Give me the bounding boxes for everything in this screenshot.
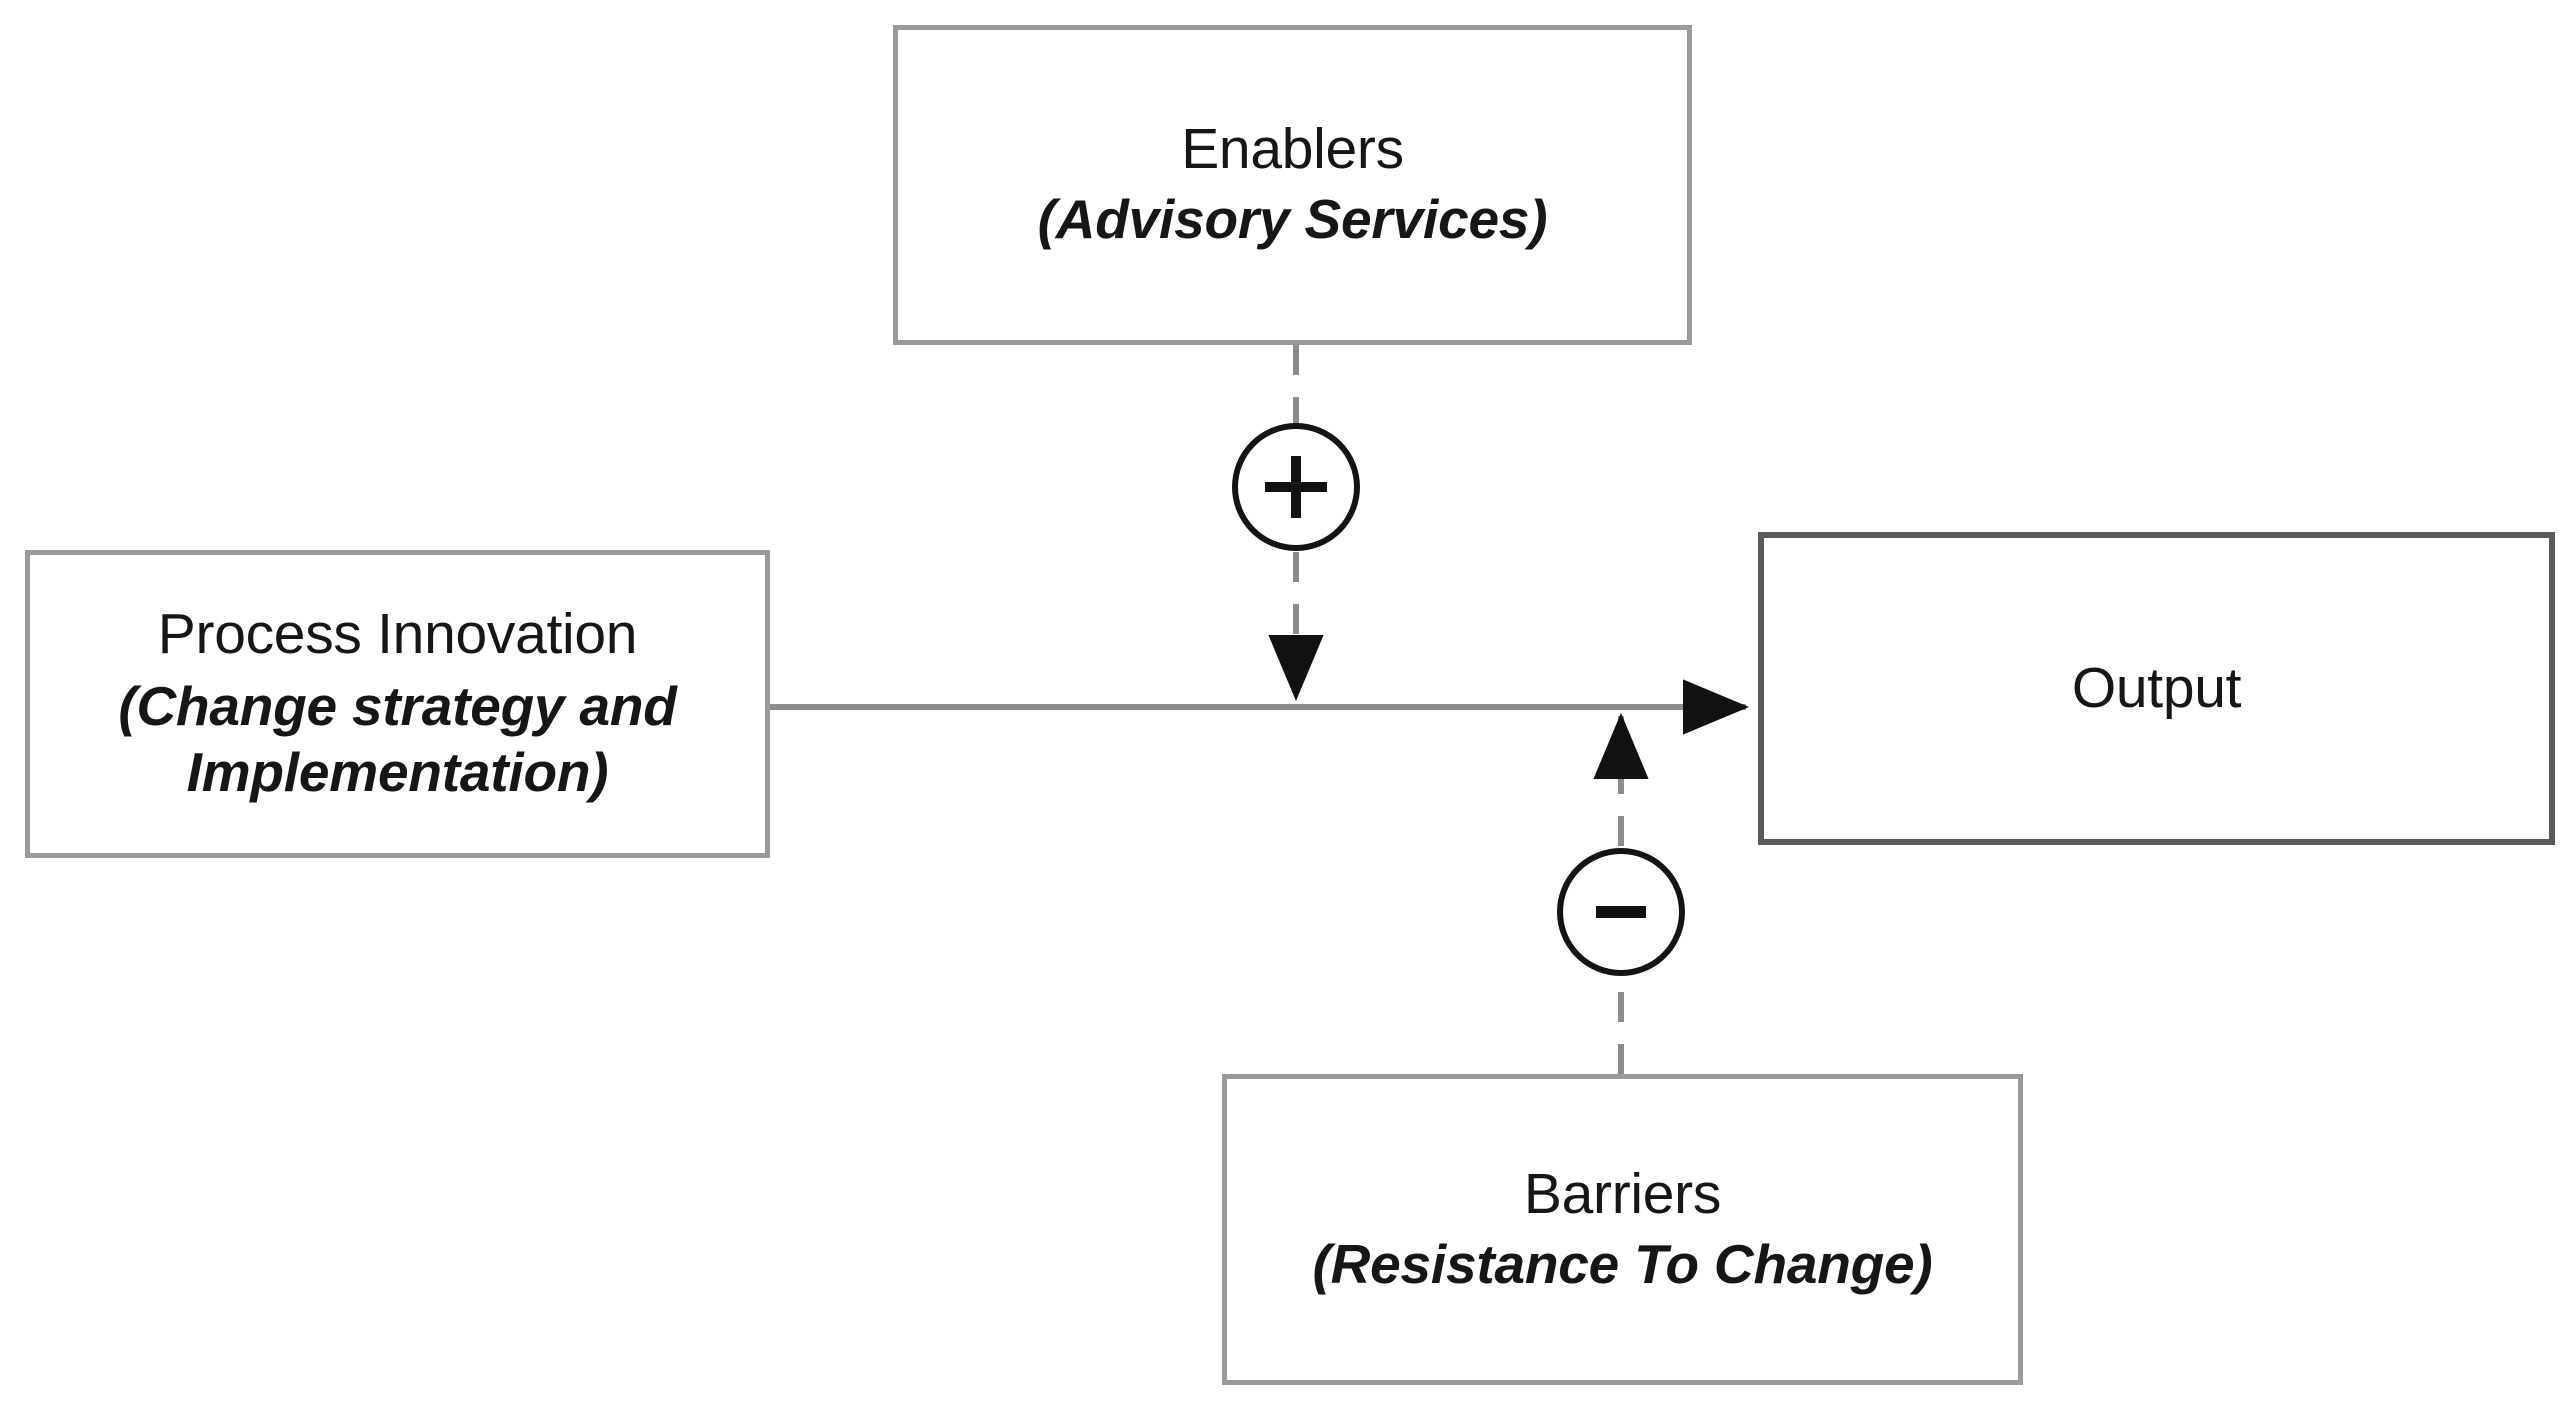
subtitle-text-line2: Implementation bbox=[186, 740, 591, 803]
node-enablers-title: Enablers bbox=[1181, 117, 1404, 182]
subtitle-text-line1: Change strategy and bbox=[136, 674, 677, 737]
node-barriers-subtitle: (Resistance To Change) bbox=[1312, 1233, 1932, 1297]
plus-icon-vertical-bar bbox=[1291, 456, 1301, 518]
node-output-title: Output bbox=[2071, 655, 2242, 720]
node-process-innovation-subtitle-line2: Implementation) bbox=[118, 739, 676, 805]
node-enablers[interactable]: Enablers (Advisory Services) bbox=[893, 25, 1692, 345]
node-enablers-subtitle: (Advisory Services) bbox=[1038, 188, 1548, 252]
node-barriers-subtitle-text: Resistance To Change bbox=[1330, 1232, 1915, 1295]
paren-open: ( bbox=[1312, 1232, 1331, 1295]
node-process-innovation[interactable]: Process Innovation (Change strategy and … bbox=[25, 550, 770, 858]
node-enablers-subtitle-text: Advisory Services bbox=[1055, 188, 1530, 251]
node-process-innovation-subtitle-line1: (Change strategy and bbox=[118, 673, 677, 739]
minus-sign-node[interactable] bbox=[1557, 848, 1685, 976]
paren-open: ( bbox=[1037, 188, 1056, 251]
paren-close: ) bbox=[1529, 188, 1548, 251]
paren-close: ) bbox=[590, 740, 609, 803]
minus-icon bbox=[1596, 906, 1646, 918]
paren-open: ( bbox=[118, 674, 137, 737]
node-process-innovation-subtitle: (Change strategy and Implementation) bbox=[118, 673, 677, 805]
node-barriers[interactable]: Barriers (Resistance To Change) bbox=[1222, 1074, 2023, 1385]
plus-sign-node[interactable] bbox=[1232, 423, 1360, 551]
node-process-innovation-title: Process Innovation bbox=[157, 602, 638, 667]
plus-icon bbox=[1265, 456, 1327, 518]
minus-icon-horizontal-bar bbox=[1596, 906, 1646, 918]
node-output[interactable]: Output bbox=[1758, 532, 2555, 845]
paren-close: ) bbox=[1914, 1232, 1933, 1295]
node-barriers-title: Barriers bbox=[1523, 1161, 1722, 1226]
